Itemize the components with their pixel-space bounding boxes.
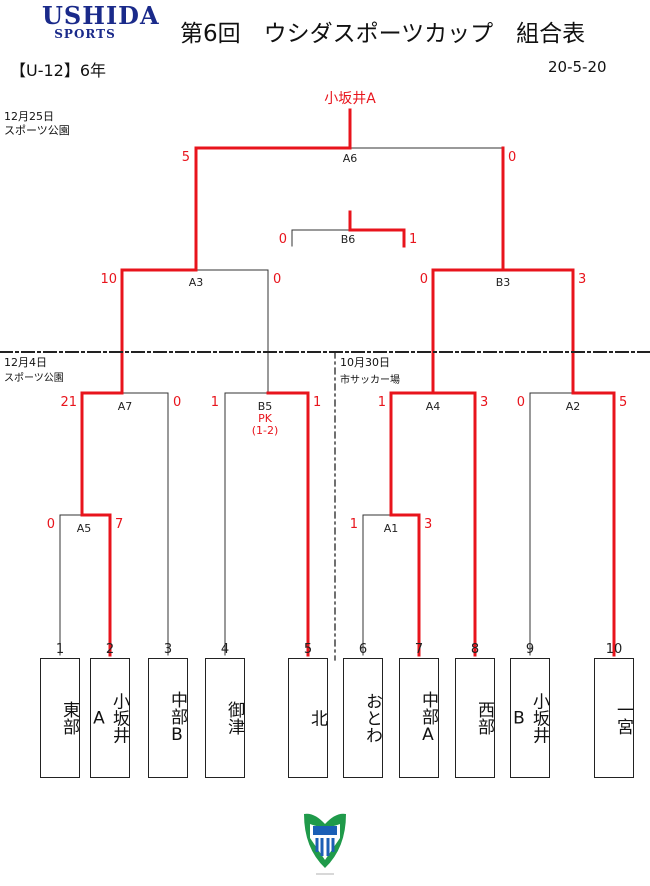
score-a6-right: 0: [508, 150, 516, 165]
team-name-9: 小坂井B: [509, 692, 549, 744]
score-a2-left: 0: [517, 395, 525, 410]
venue-final-date: 12月25日: [4, 110, 54, 123]
team-box-10: 一宮: [594, 658, 634, 778]
team-name-4: 御津: [224, 701, 244, 735]
team-box-6: おとわ: [343, 658, 383, 778]
team-name-8: 西部: [474, 701, 494, 735]
score-b3-right: 3: [578, 272, 586, 287]
score-a4-left: 1: [378, 395, 386, 410]
score-b5-left: 1: [211, 395, 219, 410]
team-number-9: 9: [526, 642, 534, 657]
team-number-7: 7: [415, 642, 423, 657]
team-name-7: 中部A: [418, 691, 438, 745]
team-box-7: 中部A: [399, 658, 439, 778]
team-name-6: おとわ: [362, 692, 382, 744]
team-box-4: 御津: [205, 658, 245, 778]
match-label-b3: B3: [496, 276, 511, 289]
score-a7-right: 0: [173, 395, 181, 410]
score-a3-right: 0: [273, 272, 281, 287]
winner-name: 小坂井A: [324, 91, 376, 107]
score-b6-left: 0: [279, 232, 287, 247]
score-b5-right: 1: [313, 395, 321, 410]
team-number-1: 1: [56, 642, 64, 657]
team-box-8: 西部: [455, 658, 495, 778]
venue-left-date: 12月4日: [4, 356, 47, 369]
team-number-4: 4: [221, 642, 229, 657]
score-a5-right: 7: [115, 517, 123, 532]
score-b3-left: 0: [420, 272, 428, 287]
score-a7-left: 21: [60, 395, 77, 410]
team-number-8: 8: [471, 642, 479, 657]
document-date: 20-5-20: [548, 58, 607, 76]
match-label-a5: A5: [77, 522, 92, 535]
winner-lines: [80, 108, 616, 657]
team-number-2: 2: [106, 642, 114, 657]
bracket-lines: [59, 147, 574, 656]
score-a5-left: 0: [47, 517, 55, 532]
team-number-10: 10: [606, 642, 623, 657]
team-box-3: 中部B: [148, 658, 188, 778]
team-name-5: 北: [307, 709, 327, 727]
venue-left-place: スポーツ公園: [4, 373, 64, 384]
score-a1-left: 1: [350, 517, 358, 532]
team-box-1: 東部: [40, 658, 80, 778]
team-name-1: 東部: [59, 701, 79, 735]
score-a1-right: 3: [424, 517, 432, 532]
match-label-b6: B6: [341, 233, 356, 246]
team-number-3: 3: [164, 642, 172, 657]
team-name-10: 一宮: [613, 701, 633, 735]
match-label-b5: B5: [258, 400, 273, 413]
division-label: 【U-12】6年: [10, 61, 107, 80]
team-box-5: 北: [288, 658, 328, 778]
team-number-6: 6: [359, 642, 367, 657]
match-label-a7: A7: [118, 400, 133, 413]
team-box-2: 小坂井A: [89, 658, 130, 778]
match-label-a3: A3: [189, 276, 204, 289]
page-title: 第6回 ウシダスポーツカップ 組合表: [180, 21, 586, 47]
match-label-a6: A6: [343, 152, 358, 165]
venue-final-place: スポーツ公園: [4, 124, 70, 137]
score-a3-left: 10: [100, 272, 117, 287]
match-label-a2: A2: [566, 400, 581, 413]
match-label-a4: A4: [426, 400, 441, 413]
tfa-emblem-icon: [304, 813, 346, 875]
score-a6-left: 5: [182, 150, 190, 165]
team-name-3: 中部B: [167, 691, 187, 745]
match-label-a1: A1: [384, 522, 399, 535]
logo-line2: SPORTS: [54, 27, 116, 41]
venue-right-place: 市サッカー場: [340, 375, 400, 386]
score-a2-right: 5: [619, 395, 627, 410]
team-box-9: 小坂井B: [509, 658, 550, 778]
venue-right-date: 10月30日: [340, 356, 390, 369]
score-b6-right: 1: [409, 232, 417, 247]
pk-label: PK: [258, 412, 273, 425]
team-number-5: 5: [304, 642, 312, 657]
team-name-2: 小坂井A: [89, 692, 129, 744]
pk-score: (1-2): [252, 424, 279, 437]
score-a4-right: 3: [480, 395, 488, 410]
